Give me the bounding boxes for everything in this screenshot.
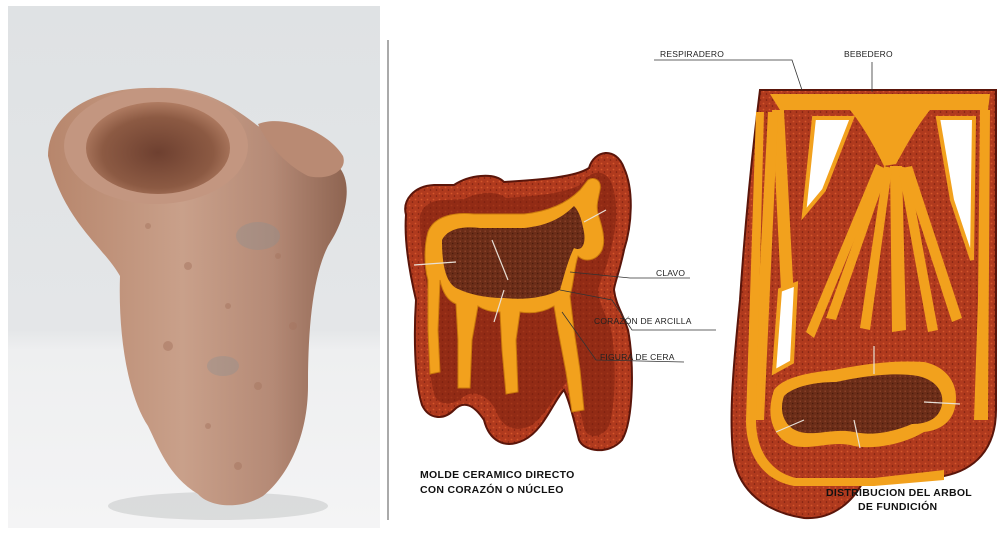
- casting-tree-mold: [732, 90, 996, 518]
- caption-right-line1: DISTRIBUCION DEL ARBOL: [826, 487, 972, 499]
- caption-left-line1: MOLDE CERAMICO DIRECTO: [420, 469, 575, 481]
- ceramic-mold-photo: [8, 6, 380, 528]
- respiradero-callout: [654, 60, 802, 90]
- label-figura: FIGURA DE CERA: [600, 352, 675, 362]
- caption-right-line2: DE FUNDICIÓN: [858, 500, 937, 513]
- label-corazon: CORAZÓN DE ARCILLA: [594, 316, 692, 326]
- casting-diagram: CLAVO CORAZÓN DE ARCILLA FIGURA DE CERA …: [384, 0, 998, 534]
- caption-left-line2: CON CORAZÓN O NÚCLEO: [420, 483, 564, 496]
- direct-mold: [405, 153, 632, 450]
- label-clavo: CLAVO: [656, 268, 685, 278]
- label-respiradero: RESPIRADERO: [660, 49, 724, 59]
- label-bebedero: BEBEDERO: [844, 49, 893, 59]
